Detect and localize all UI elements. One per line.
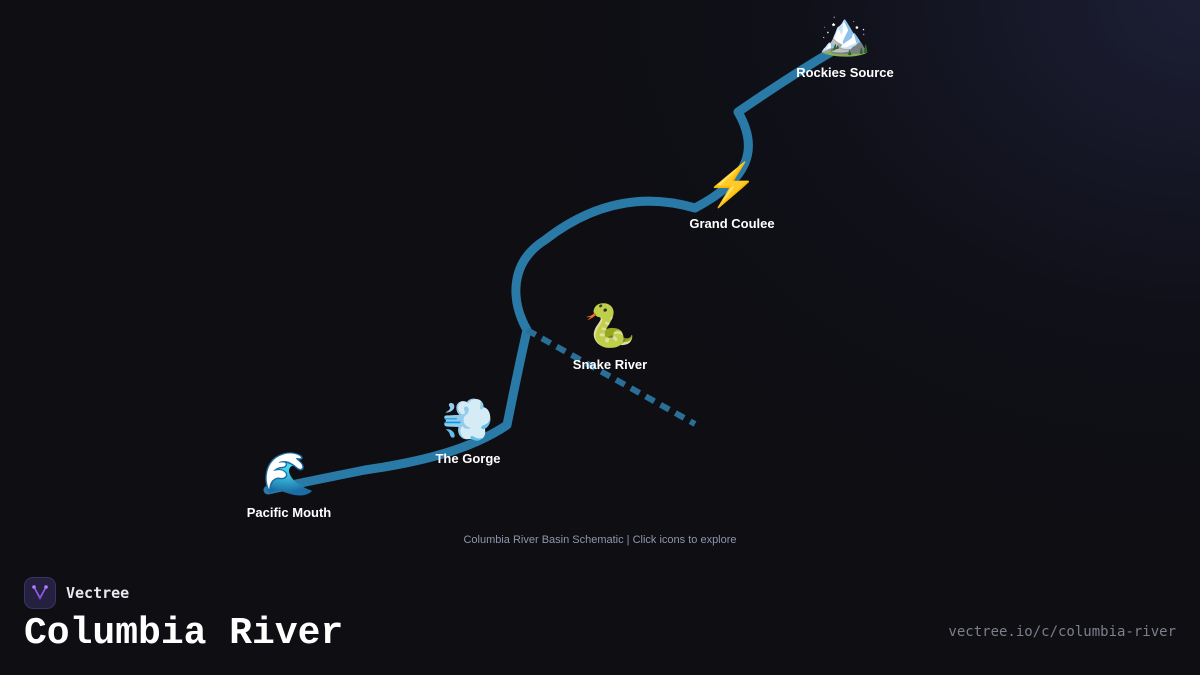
marker-label: The Gorge bbox=[435, 451, 501, 466]
marker-grand-coulee[interactable]: ⚡ Grand Coulee bbox=[657, 160, 807, 231]
wave-icon[interactable]: 🌊 bbox=[262, 450, 316, 497]
brand-name: Vectree bbox=[66, 584, 130, 602]
snake-icon[interactable]: 🐍 bbox=[583, 302, 637, 349]
brand[interactable]: Vectree bbox=[24, 577, 129, 609]
marker-label: Grand Coulee bbox=[689, 216, 775, 231]
lightning-bolt-icon[interactable]: ⚡ bbox=[705, 161, 759, 208]
map-caption: Columbia River Basin Schematic | Click i… bbox=[463, 534, 737, 546]
page-title: Columbia River bbox=[24, 612, 344, 655]
marker-the-gorge[interactable]: 💨 The Gorge bbox=[393, 395, 543, 466]
marker-rockies-source[interactable]: 🏔️ Rockies Source bbox=[770, 9, 920, 80]
snake-river-tributary-path bbox=[525, 327, 697, 427]
vectree-logo-icon bbox=[24, 577, 56, 609]
marker-label: Snake River bbox=[572, 357, 648, 372]
columbia-river-path bbox=[263, 43, 843, 495]
marker-pacific-mouth[interactable]: 🌊 Pacific Mouth bbox=[214, 449, 364, 520]
marker-snake-river[interactable]: 🐍 Snake River bbox=[535, 301, 685, 372]
marker-label: Pacific Mouth bbox=[246, 505, 332, 520]
page-url[interactable]: vectree.io/c/columbia-river bbox=[948, 624, 1176, 640]
marker-label: Rockies Source bbox=[796, 65, 894, 80]
snow-capped-mountain-icon[interactable]: 🏔️ bbox=[818, 10, 872, 57]
wind-icon[interactable]: 💨 bbox=[441, 396, 495, 443]
